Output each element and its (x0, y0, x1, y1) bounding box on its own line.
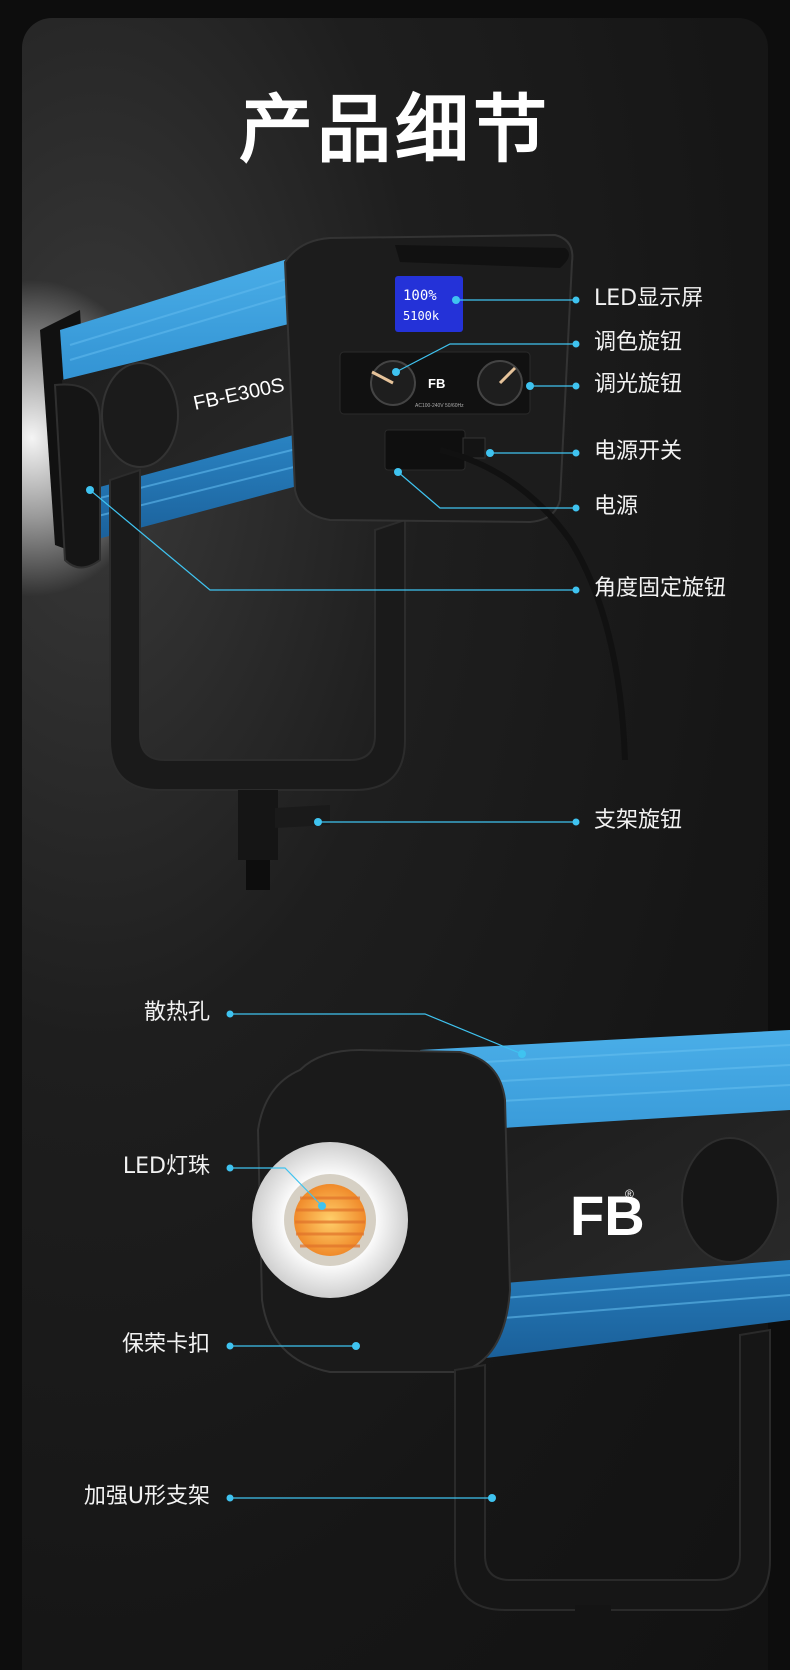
callout-led-chip: LED灯珠 (122, 1154, 210, 1179)
callout-heat-vents: 散热孔 (143, 1000, 210, 1025)
registered-mark: ® (625, 1187, 634, 1201)
callout-lines-top (89, 299, 576, 823)
display-brightness: 100% (403, 288, 437, 304)
body-logo: FB (570, 1184, 645, 1247)
panel-logo: FB (428, 376, 445, 391)
callout-lines-bottom (230, 1013, 523, 1499)
bottom-light-unit: FB ® (252, 1030, 790, 1670)
callout-led-display: LED显示屏 (594, 286, 704, 311)
top-light-unit: FB-E300S 100% 5100k FB AC100-240V 50/60H… (40, 233, 628, 890)
display-color-temp: 5100k (403, 309, 440, 323)
page-title: 产品细节 (239, 87, 551, 173)
callout-dots-top (86, 296, 580, 826)
callout-dimmer-knob: 调光旋钮 (594, 372, 683, 397)
callout-color-knob: 调色旋钮 (594, 330, 683, 355)
callout-bowens-mount: 保荣卡扣 (121, 1332, 210, 1357)
callout-dots-bottom (226, 1010, 526, 1502)
callout-u-bracket: 加强U形支架 (83, 1484, 210, 1509)
callout-angle-lock-knob: 角度固定旋钮 (594, 576, 727, 601)
panel-voltage: AC100-240V 50/60Hz (415, 403, 464, 409)
callout-power-socket: 电源 (594, 494, 639, 519)
callout-power-switch: 电源开关 (594, 439, 683, 464)
callout-bracket-knob: 支架旋钮 (594, 808, 683, 833)
